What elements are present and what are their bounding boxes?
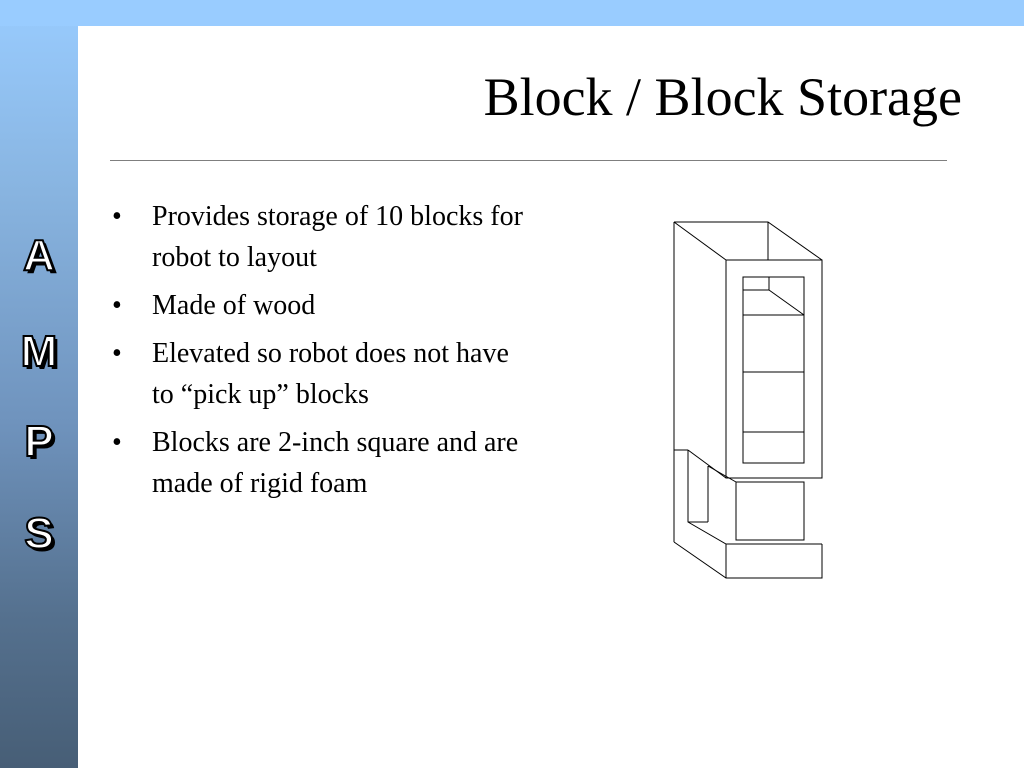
bullet-marker: • <box>112 427 122 458</box>
bullet-marker: • <box>112 338 122 369</box>
bullet-list: • Provides storage of 10 blocks for robo… <box>112 196 532 511</box>
bullet-text: Blocks are 2-inch square and are made of… <box>152 427 519 499</box>
slide-title: Block / Block Storage <box>483 67 962 127</box>
bullet-item: • Blocks are 2-inch square and are made … <box>112 422 532 504</box>
bullet-text: Made of wood <box>152 290 316 321</box>
sidebar-letter: S <box>23 509 54 558</box>
bullet-item: • Made of wood <box>112 285 532 326</box>
slide-panel <box>78 26 1024 768</box>
bullet-text: Elevated so robot does not have to “pick… <box>152 338 509 410</box>
bullet-item: • Provides storage of 10 blocks for robo… <box>112 196 532 278</box>
bullet-text: Provides storage of 10 blocks for robot … <box>152 201 523 273</box>
sidebar-letter: A <box>22 231 56 280</box>
bullet-marker: • <box>112 290 122 321</box>
block-storage-drawing <box>673 221 823 579</box>
title-divider <box>110 160 947 161</box>
sidebar-letter: M <box>20 327 59 376</box>
top-band <box>0 0 1024 26</box>
bullet-marker: • <box>112 201 122 232</box>
sidebar-letter: P <box>23 417 54 466</box>
bullet-item: • Elevated so robot does not have to “pi… <box>112 333 532 415</box>
